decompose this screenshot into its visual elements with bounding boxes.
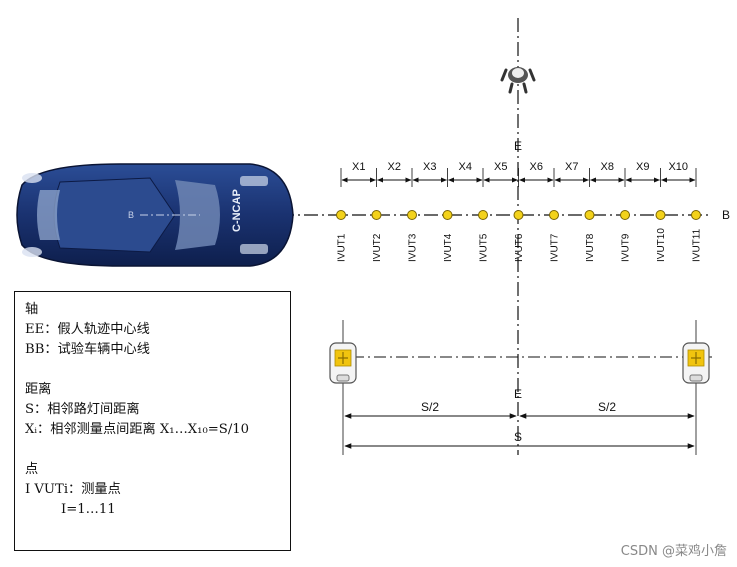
car-axis-label: B	[128, 210, 134, 220]
legend-ee-line: EE：假人轨迹中心线	[25, 322, 150, 337]
full-span-label: S	[514, 430, 522, 444]
measure-point-label-1: IVUT1	[337, 233, 348, 262]
measure-point-6	[513, 210, 524, 220]
legend-point-heading: 点	[25, 462, 39, 477]
measure-point-label-9: IVUT9	[621, 233, 632, 262]
measure-point-label-6: IVUT6	[514, 233, 525, 262]
b-axis-label: B	[722, 208, 730, 222]
measure-point-label-10: IVUT10	[656, 228, 667, 262]
watermark: CSDN @菜鸡小詹	[620, 544, 727, 559]
spacing-label-2: X2	[388, 161, 401, 173]
legend-xi-line: Xᵢ：相邻测量点间距离 X₁…X₁₀=S/10	[25, 422, 250, 437]
spacing-dimensions: X1 X2 X3 X4 X5 X6 X7 X8 X9 X10	[340, 161, 697, 187]
measure-point-label-5: IVUT5	[479, 233, 490, 262]
measure-point-label-11: IVUT11	[692, 228, 703, 262]
half-span-left-label: S/2	[421, 400, 439, 414]
legend-box: 轴 EE：假人轨迹中心线 BB：试验车辆中心线 距离 S：相邻路灯间距离 Xᵢ：…	[14, 291, 291, 551]
measure-point-label-7: IVUT7	[550, 233, 561, 262]
legend-i-range: I=1…11	[61, 502, 116, 517]
measure-point-label-3: IVUT3	[408, 233, 419, 262]
right-street-lamp-icon	[682, 320, 710, 455]
measure-point-7	[549, 210, 559, 220]
half-span-right-label: S/2	[598, 400, 616, 414]
pedestrian-dummy-icon	[500, 67, 536, 94]
spacing-label-8: X8	[601, 161, 614, 173]
spacing-label-5: X5	[494, 161, 507, 173]
measure-point-5	[478, 210, 488, 220]
measure-point-9	[620, 210, 630, 220]
measure-point-1	[336, 210, 346, 220]
legend-distance-heading: 距离	[25, 382, 52, 397]
c-ncap-badge: C-NCAP	[231, 189, 243, 232]
spacing-label-3: X3	[423, 161, 436, 173]
e-axis-label-top: E	[514, 139, 522, 153]
measure-point-11	[691, 210, 701, 220]
spacing-label-4: X4	[459, 161, 472, 173]
measure-point-2	[371, 210, 382, 220]
legend-s-line: S：相邻路灯间距离	[25, 402, 140, 417]
measure-point-3	[407, 210, 417, 220]
measure-point-8	[584, 210, 595, 220]
measure-point-label-4: IVUT4	[443, 233, 454, 262]
e-axis-label-bottom: E	[514, 387, 522, 401]
test-vehicle: B C-NCAP	[16, 163, 294, 267]
measure-point-10	[655, 210, 666, 220]
spacing-label-1: X1	[352, 161, 365, 173]
measurement-points: IVUT1 IVUT2 IVUT3 IVUT4 IVUT5 IVUT6 IVUT7 IVUT8…	[336, 210, 703, 262]
spacing-label-6: X6	[530, 161, 543, 173]
measure-point-label-8: IVUT8	[585, 233, 596, 262]
legend-ivut-line: I VUTi：测量点	[25, 482, 121, 497]
spacing-label-7: X7	[565, 161, 578, 173]
spacing-label-10: X10	[668, 161, 688, 173]
legend-bb-line: BB：试验车辆中心线	[25, 342, 150, 357]
spacing-label-9: X9	[636, 161, 649, 173]
legend-axis-heading: 轴	[25, 302, 39, 317]
measure-point-4	[442, 210, 453, 220]
left-street-lamp-icon	[329, 320, 357, 455]
measure-point-label-2: IVUT2	[372, 233, 383, 262]
